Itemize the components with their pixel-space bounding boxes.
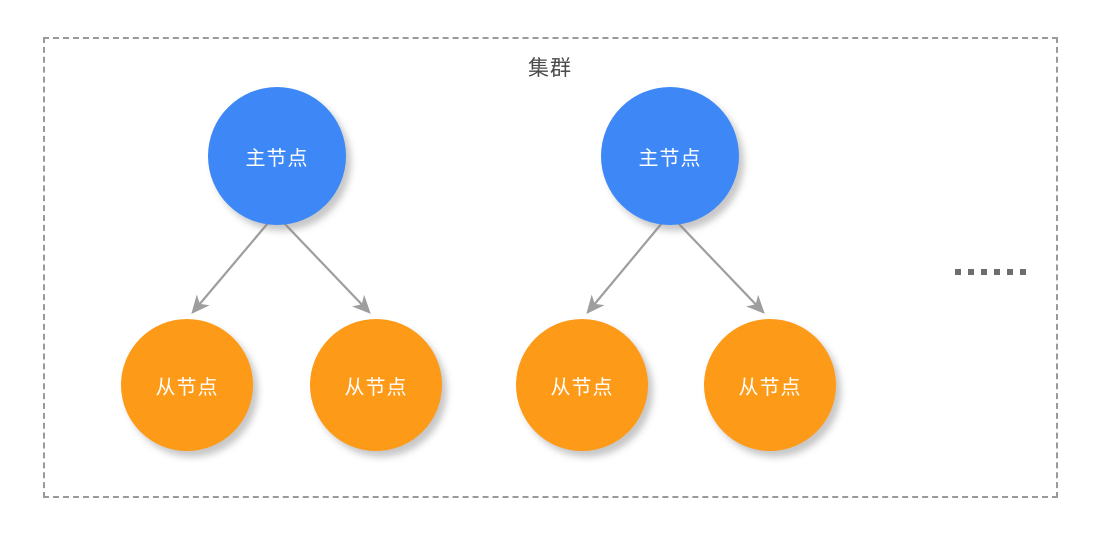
cluster-boundary (43, 37, 1058, 498)
ellipsis-dot (1007, 269, 1013, 275)
node-slave-3[interactable]: 从节点 (516, 319, 648, 451)
node-slave-4-label: 从节点 (738, 376, 802, 399)
edge-master2-slave3 (586, 222, 663, 315)
node-slave-3-label: 从节点 (550, 376, 614, 399)
node-slave-1-label: 从节点 (155, 376, 219, 399)
node-slave-2-label: 从节点 (344, 376, 408, 399)
node-master-2-label: 主节点 (638, 147, 702, 170)
ellipsis-dot (981, 269, 987, 275)
edge-master1-slave2 (283, 222, 371, 314)
node-slave-4[interactable]: 从节点 (704, 319, 836, 451)
node-slave-1[interactable]: 从节点 (121, 319, 253, 451)
ellipsis-dot (1020, 269, 1026, 275)
ellipsis-dot (994, 269, 1000, 275)
edge-master2-slave4 (677, 222, 765, 314)
node-master-1[interactable]: 主节点 (208, 87, 346, 225)
node-slave-2[interactable]: 从节点 (310, 319, 442, 451)
more-clusters-ellipsis (955, 269, 1026, 275)
ellipsis-dot (955, 269, 961, 275)
ellipsis-dot (968, 269, 974, 275)
node-master-1-label: 主节点 (245, 147, 309, 170)
cluster-title: 集群 (528, 57, 572, 80)
edge-master1-slave1 (191, 222, 269, 315)
node-master-2[interactable]: 主节点 (601, 87, 739, 225)
